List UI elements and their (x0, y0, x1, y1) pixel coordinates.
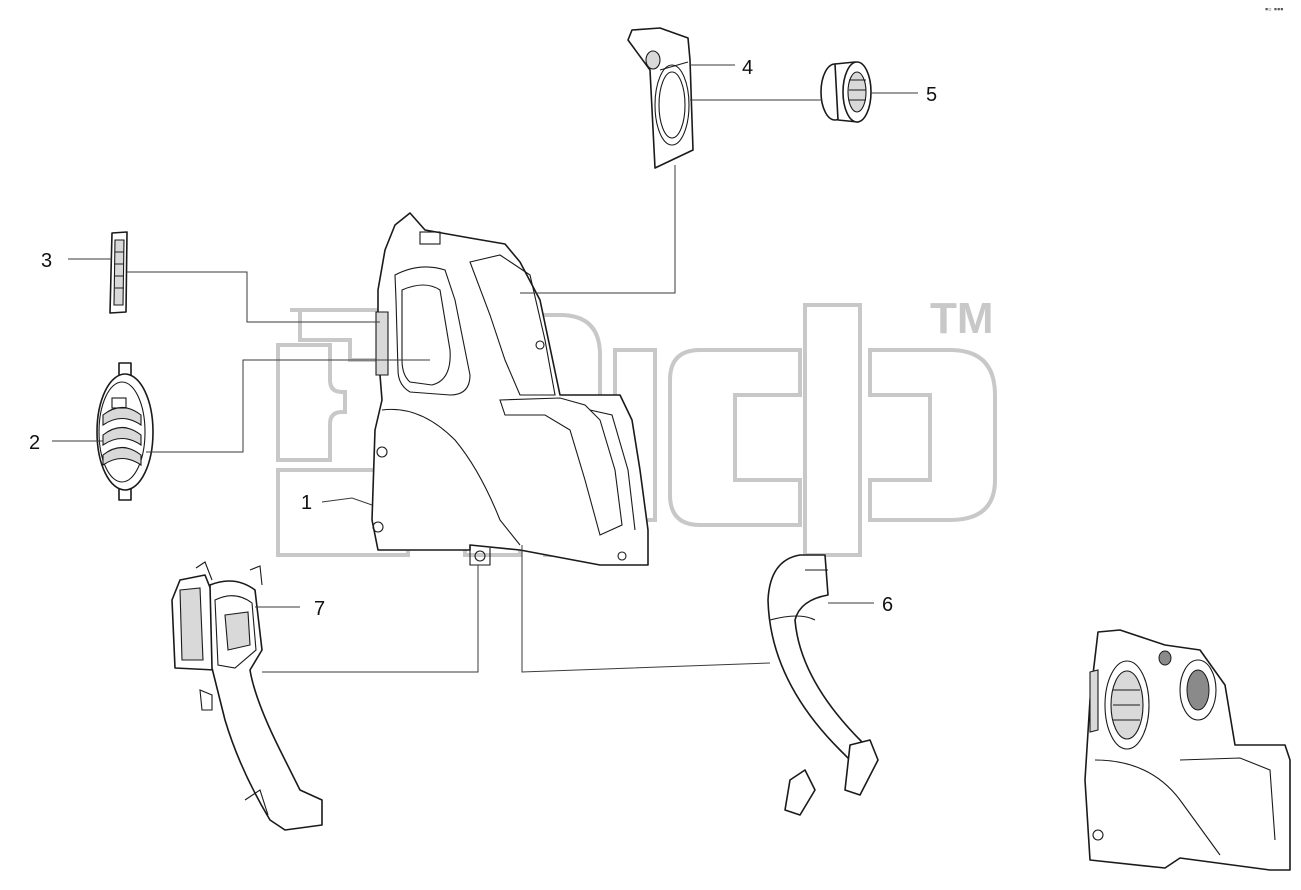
leader-3-to-panel (127, 271, 380, 323)
watermark-tm: TM (930, 294, 994, 343)
leader-1 (321, 497, 373, 506)
assembled-view (1084, 629, 1291, 871)
corner-mark: ▪▫ ▪▪▪ (1265, 4, 1283, 14)
callout-1: 1 (301, 492, 312, 514)
callout-3: 3 (41, 250, 52, 272)
part-6-curved-duct (767, 554, 879, 816)
leader-6-to-panel (521, 545, 771, 673)
part-2-oval-grille (96, 362, 154, 501)
callout-5: 5 (926, 84, 937, 106)
leader-4-to-panel (520, 165, 676, 294)
callout-2: 2 (29, 432, 40, 454)
leader-lines (52, 64, 918, 673)
part-5-round-grille (820, 61, 872, 123)
leader-2-to-panel (146, 359, 430, 453)
part-1-side-trim-panel (371, 212, 649, 566)
part-4-speaker-bracket (627, 27, 694, 169)
callout-4: 4 (742, 57, 753, 79)
callout-7: 7 (314, 598, 325, 620)
part-3-slotted-switch (109, 231, 128, 314)
part-7-long-duct (171, 561, 323, 831)
leader-7-to-panel (262, 565, 479, 673)
callout-6: 6 (882, 594, 893, 616)
